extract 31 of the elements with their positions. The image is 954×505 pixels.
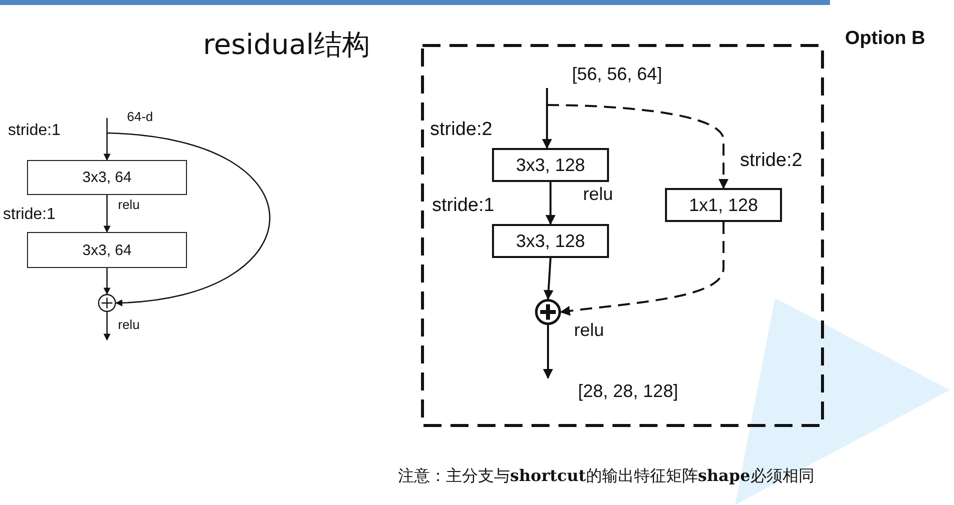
sum-circle [535, 299, 561, 325]
layer-box: 3x3, 128 [492, 224, 609, 258]
sum-circle [98, 294, 116, 312]
arrow [560, 222, 724, 316]
arrow [104, 118, 110, 161]
stride-label: stride:2 [430, 120, 492, 141]
shape-text: [56, 56, 64] [540, 60, 720, 88]
layer-box: 3x3, 64 [27, 232, 187, 268]
diagram-title: residual结构 [203, 27, 370, 63]
arrow [104, 195, 110, 233]
arrow [104, 312, 110, 341]
edge-label: relu [118, 198, 140, 212]
arrow [106, 132, 270, 306]
edge-label: 64-d [127, 110, 154, 124]
arrow [546, 182, 556, 225]
frame-title: Option B [845, 28, 926, 50]
stride-label: stride:1 [3, 206, 56, 224]
note-caption: 注意：主分支与shortcut的输出特征矩阵shape必须相同 [398, 466, 814, 487]
layer-box: 3x3, 128 [492, 148, 609, 182]
arrow [543, 325, 553, 379]
stride-label: stride:1 [432, 196, 494, 217]
arrow [104, 268, 110, 295]
layer-box: 3x3, 64 [27, 160, 187, 195]
edge-label: relu [118, 318, 140, 332]
layer-box: 1x1, 128 [665, 188, 782, 222]
stride-label: stride:1 [8, 122, 60, 140]
arrow [546, 104, 728, 189]
arrow [542, 88, 552, 149]
arrow [544, 258, 554, 300]
shape-text: [28, 28, 128] [540, 378, 720, 404]
stride-label: stride:2 [740, 151, 802, 172]
